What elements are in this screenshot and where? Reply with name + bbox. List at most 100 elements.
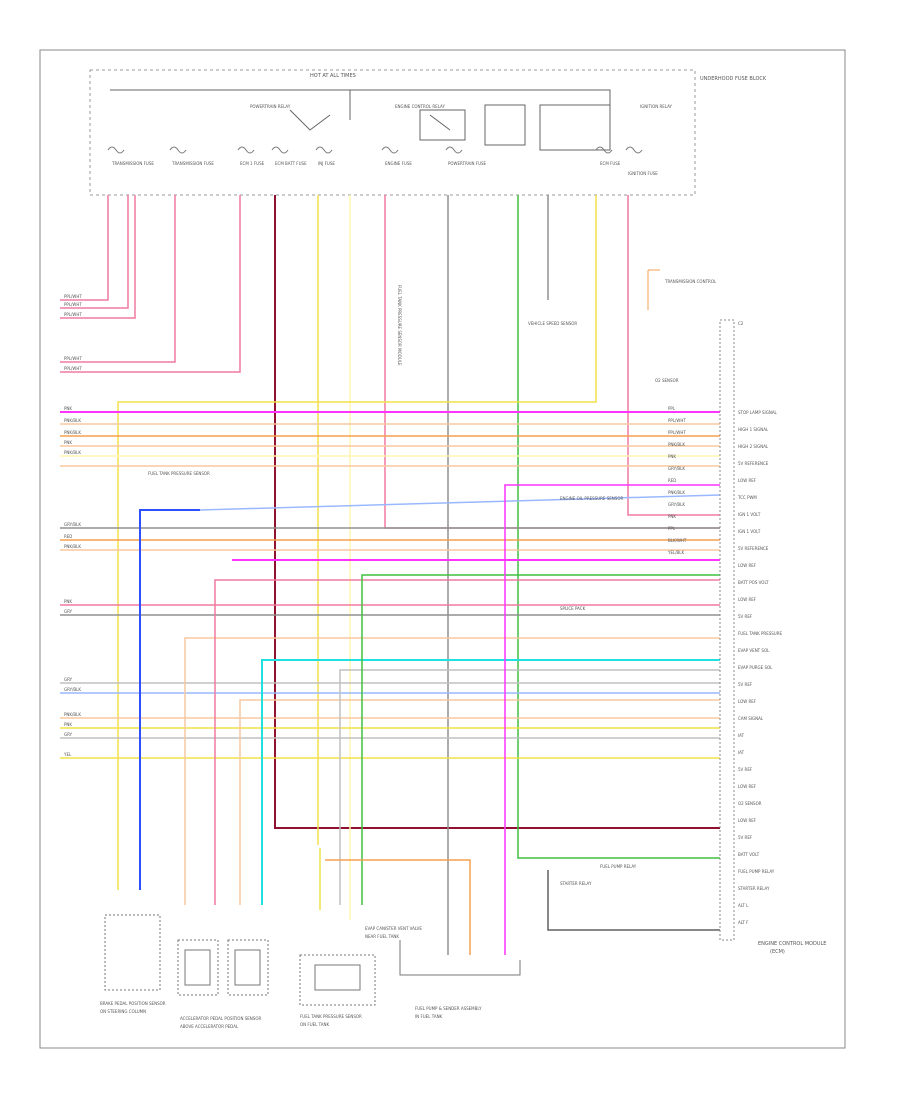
ecm-pin-label: HIGH 1 SIGNAL: [738, 427, 769, 432]
diagram-border: [39, 49, 846, 1049]
svg-text:PPL/WHT: PPL/WHT: [64, 312, 82, 317]
fuel-pump-relay-label: FUEL PUMP RELAY: [600, 864, 637, 869]
fuse-label-1: TRANSMISSION FUSE: [111, 161, 154, 166]
relay-box-3: [539, 104, 611, 151]
splice-label: SPLICE PACK: [560, 606, 586, 611]
relay-label-2: ENGINE CONTROL RELAY: [395, 104, 445, 109]
fuse-block-title: HOT AT ALL TIMES: [310, 73, 356, 79]
fuse-label-8: ECM FUSE: [600, 161, 621, 166]
pressure-sensor-label: FUEL TANK PRESSURE SENSOR: [148, 471, 210, 476]
oil-pressure-label: ENGINE OIL PRESSURE SENSOR: [560, 496, 623, 501]
relay-label-1: POWERTRAIN RELAY: [250, 104, 291, 109]
ecm-pin-label: BATT POS VOLT: [738, 580, 769, 585]
svg-text:PNK/BLK: PNK/BLK: [64, 418, 81, 423]
bottom-component-5-note: NEAR FUEL TANK: [365, 934, 399, 939]
fuse-symbols: [107, 146, 643, 154]
starter-relay-label: STARTER RELAY: [560, 881, 592, 886]
svg-text:PNK: PNK: [64, 440, 72, 445]
fuse-label-5: INJ FUSE: [318, 161, 335, 166]
bottom-component-4-note: IN FUEL TANK: [415, 1014, 443, 1019]
ecm-pin-label: HIGH 2 SIGNAL: [738, 444, 769, 449]
svg-text:YEL: YEL: [63, 752, 72, 757]
ecm-pin-label: LOW REF: [738, 478, 757, 483]
left-wire-labels: PPL/WHT PPL/WHT PPL/WHT PPL/WHT PPL/WHT …: [63, 294, 82, 757]
ecm-pin-label: 5V REF: [738, 767, 753, 772]
ecm-pin-label: IAT: [738, 750, 745, 755]
svg-text:PNK/BLK: PNK/BLK: [64, 712, 81, 717]
ecm-wire-code: PNK/BLK: [668, 442, 685, 447]
ecm-wire-code: GRY/BLK: [668, 502, 685, 507]
ecm-pin-label: LOW REF: [738, 597, 757, 602]
ecm-wire-code: PNK: [668, 514, 676, 519]
svg-text:PPL/WHT: PPL/WHT: [64, 356, 82, 361]
bottom-component-3: FUEL TANK PRESSURE SENSOR: [300, 1014, 362, 1019]
ecm-pin-label: EVAP VENT SOL: [738, 648, 770, 653]
ecm-pin-label: O2 SENSOR: [738, 801, 762, 806]
svg-text:GRY/BLK: GRY/BLK: [64, 522, 81, 527]
module-label: FUEL TANK PRESSURE SENSOR MODULE: [397, 285, 402, 366]
ecm-subtitle: (ECM): [770, 949, 785, 955]
relay-label-3: IGNITION RELAY: [640, 104, 673, 109]
ecm-pin-labels: STOP LAMP SIGNAL HIGH 1 SIGNAL HIGH 2 SIGN…: [737, 410, 783, 925]
ecm-connector: [719, 319, 735, 941]
svg-text:PPL/WHT: PPL/WHT: [64, 302, 82, 307]
bottom-component-4: FUEL PUMP & SENDER ASSEMBLY: [415, 1006, 482, 1011]
ecm-wire-code: PPL: [668, 406, 676, 411]
fuse-label-9: IGNITION FUSE: [628, 171, 658, 176]
bottom-component-boxes: [104, 914, 521, 1006]
svg-text:GRY/BLK: GRY/BLK: [64, 687, 81, 692]
svg-text:PNK/BLK: PNK/BLK: [64, 544, 81, 549]
transmission-control-label: TRANSMISSION CONTROL: [664, 279, 717, 284]
relay-box-1: [419, 109, 466, 141]
ecm-pin-label: 5V REFERENCE: [738, 546, 769, 551]
vss-label: VEHICLE SPEED SENSOR: [528, 321, 577, 326]
ecm-pin-label: FUEL PUMP RELAY: [738, 869, 775, 874]
svg-text:PNK/BLK: PNK/BLK: [64, 430, 81, 435]
ecm-title: ENGINE CONTROL MODULE: [758, 941, 826, 947]
relay-switches: [289, 109, 451, 131]
svg-text:RED: RED: [64, 534, 72, 539]
svg-text:PNK: PNK: [64, 722, 72, 727]
ecm-pin-label: LOW REF: [738, 784, 757, 789]
ecm-pin-label: TCC PWM: [737, 495, 757, 500]
ecm-wire-code: YEL/BLK: [667, 550, 685, 555]
relay-box-2: [484, 104, 526, 146]
svg-text:GRY: GRY: [64, 677, 73, 682]
fuse-label-4: ECM BATT FUSE: [275, 161, 307, 166]
svg-text:PNK: PNK: [64, 406, 72, 411]
ecm-pin-label: IGN 1 VOLT: [738, 529, 761, 534]
ecm-wire-code: RED: [668, 478, 676, 483]
fuse-label-6: ENGINE FUSE: [385, 161, 412, 166]
ecm-pin-label: ALT F: [738, 920, 749, 925]
svg-text:PPL/WHT: PPL/WHT: [64, 294, 82, 299]
ecm-wire-code: PNK: [668, 454, 676, 459]
ecm-pin-label: STOP LAMP SIGNAL: [738, 410, 778, 415]
fuse-label-2: TRANSMISSION FUSE: [171, 161, 214, 166]
ecm-pin-label: LOW REF: [738, 818, 757, 823]
horizontal-harness: [60, 411, 720, 759]
fuse-label-3: ECM 1 FUSE: [240, 161, 265, 166]
bottom-component-1-note: ON STEERING COLUMN: [100, 1009, 146, 1014]
transmission-control-wire: [647, 269, 660, 310]
ecm-pin-label: IAT: [738, 733, 745, 738]
o2-sensor-label: O2 SENSOR: [655, 378, 679, 383]
ecm-pin-label: BATT VOLT: [738, 852, 760, 857]
power-bus: [110, 89, 611, 120]
svg-text:PNK/BLK: PNK/BLK: [64, 450, 81, 455]
ecm-pin-label: 5V REF: [738, 682, 753, 687]
ecm-pin-label: EVAP PURGE SOL: [738, 665, 773, 670]
ecm-pin-label: LOW REF: [738, 699, 757, 704]
ecm-connector-label: C2: [738, 321, 744, 326]
sensor-runs: [139, 484, 721, 955]
svg-text:PNK: PNK: [64, 599, 72, 604]
ecm-pin-label: 5V REFERENCE: [738, 461, 769, 466]
bottom-component-5: EVAP CANISTER VENT VALVE: [365, 926, 422, 931]
bottom-component-2-note: ABOVE ACCELERATOR PEDAL: [180, 1024, 239, 1029]
ecm-wire-code: GRY/BLK: [668, 466, 685, 471]
underhood-label: UNDERHOOD FUSE BLOCK: [700, 76, 767, 82]
ecm-wire-code: PNK/BLK: [668, 490, 685, 495]
ecm-pin-label: 5V REF: [738, 614, 753, 619]
svg-text:GRY: GRY: [64, 732, 73, 737]
fuse-block-outline: [89, 69, 696, 196]
